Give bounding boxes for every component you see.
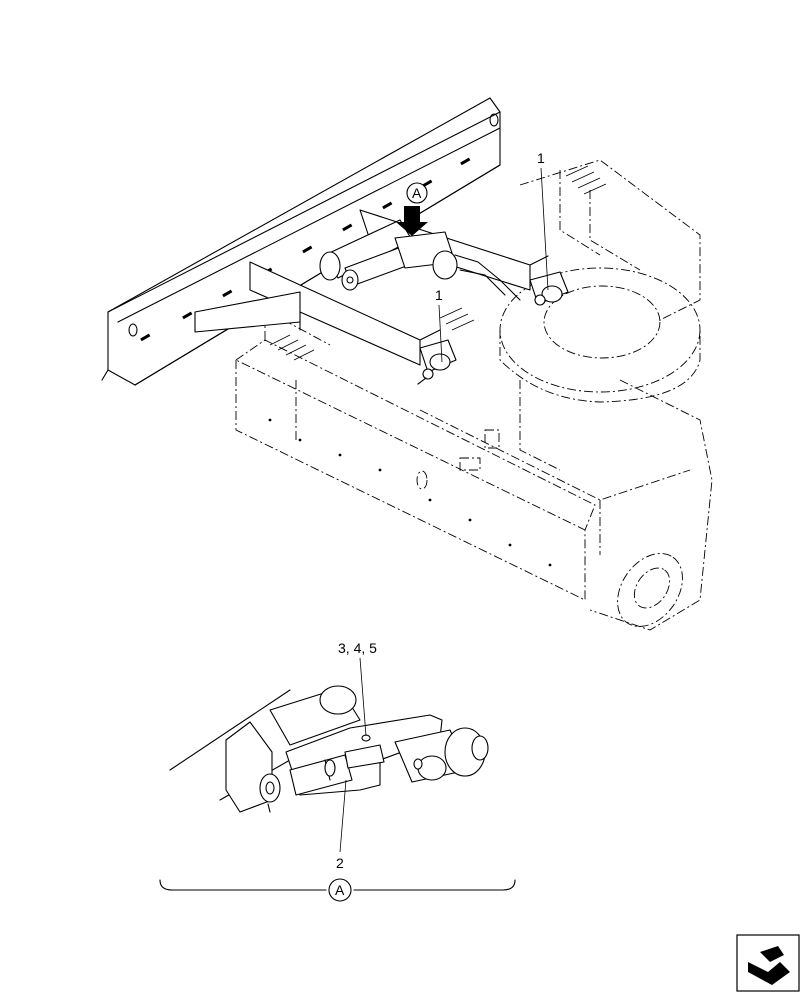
pin-assembly-right xyxy=(529,271,569,306)
callout-2: 2 xyxy=(336,855,344,871)
pin-assembly-left xyxy=(417,339,457,385)
callout-3-4-5: 3, 4, 5 xyxy=(338,640,377,656)
undercarriage-frame xyxy=(235,159,713,631)
svg-text:1: 1 xyxy=(537,150,545,166)
dozer-cylinder xyxy=(319,219,521,301)
svg-text:1: 1 xyxy=(435,287,443,303)
callout-1-left: 1 xyxy=(435,287,443,363)
detail-view-a: 3, 4, 5 2 A xyxy=(159,640,516,902)
view-arrow-icon: A xyxy=(396,182,428,236)
page-turn-icon[interactable] xyxy=(736,934,800,992)
detail-caption: A xyxy=(335,882,345,898)
detail-marker: A xyxy=(412,185,422,201)
callout-1-right: 1 xyxy=(537,150,549,291)
